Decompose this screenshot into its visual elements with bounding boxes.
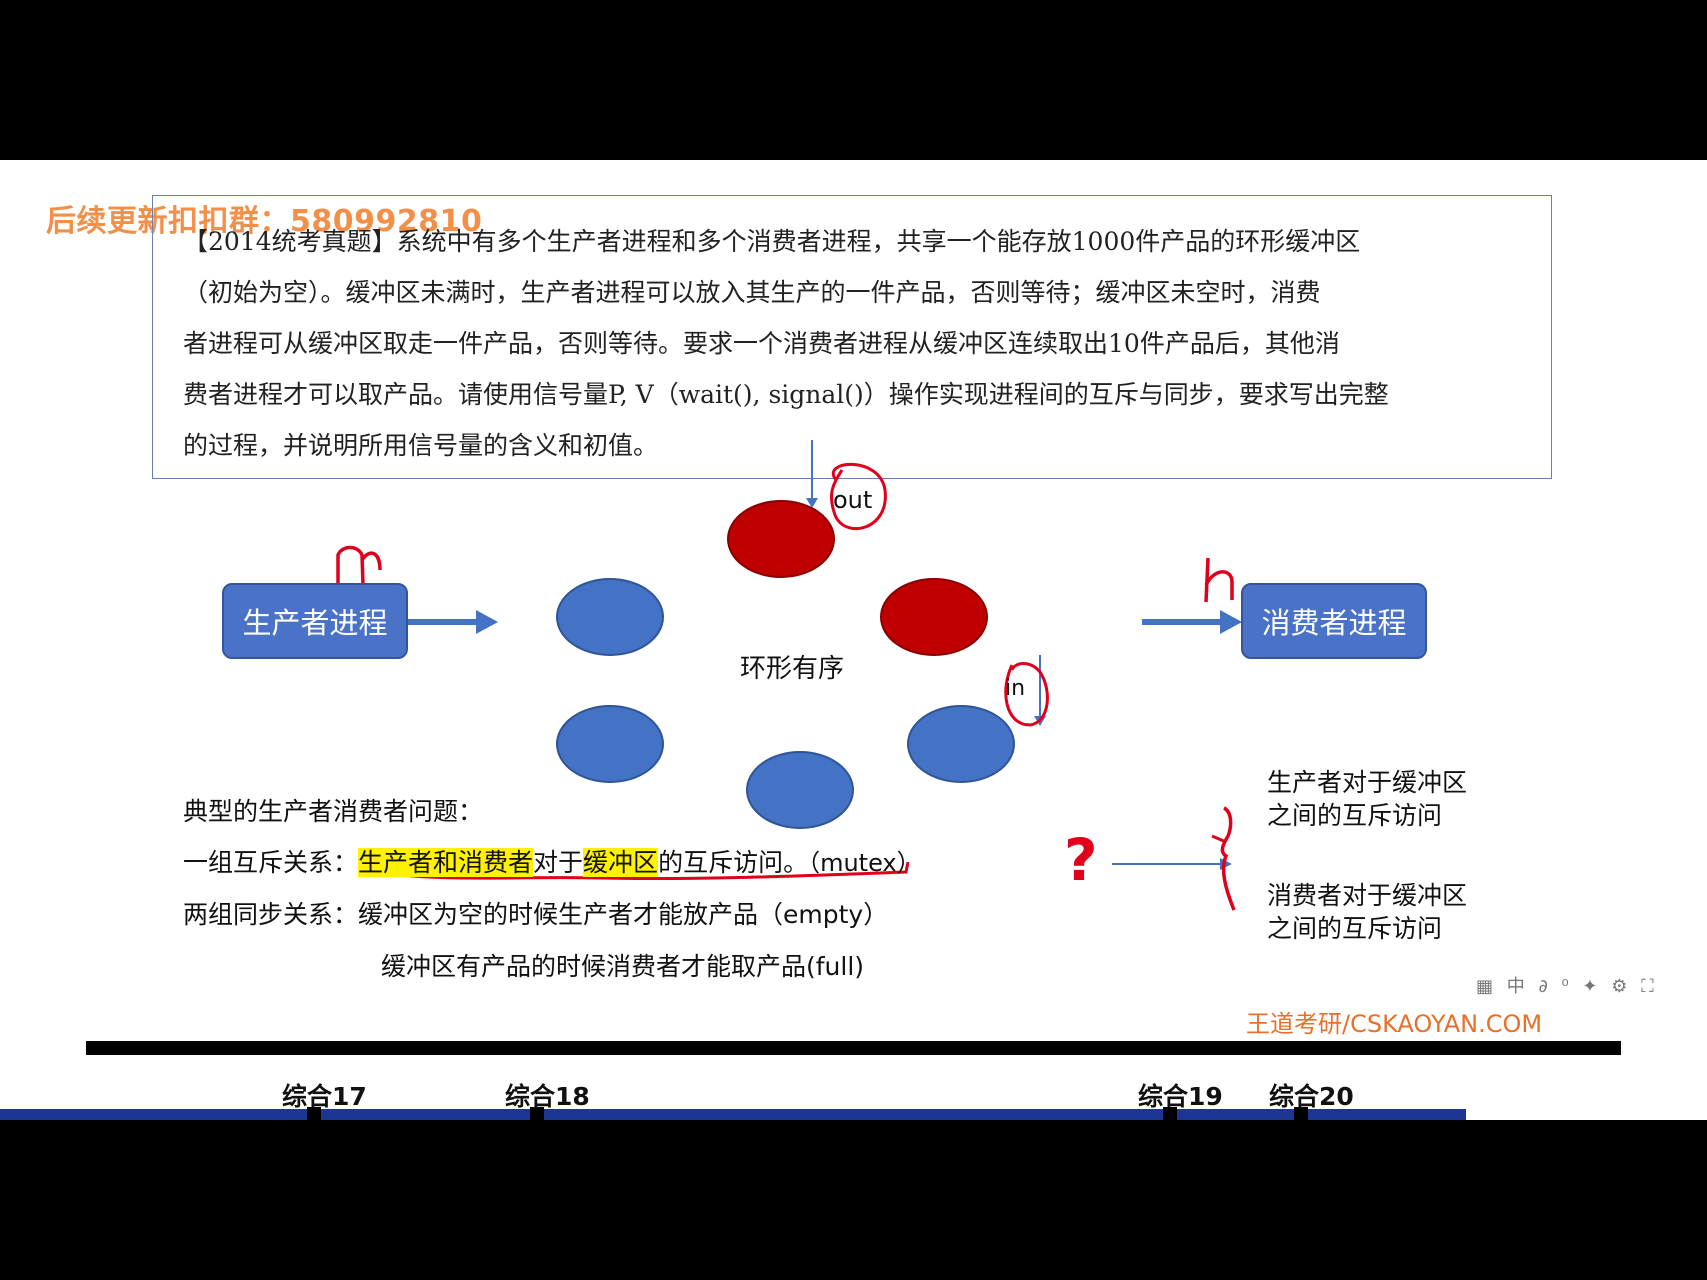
brand-text: 王道考研/CSKAOYAN.COM: [1246, 1010, 1543, 1038]
timeline-marker-label[interactable]: 综合20: [1269, 1082, 1354, 1111]
producer-process-box: 生产者进程: [222, 583, 408, 659]
buffer-slot-empty: [556, 578, 664, 656]
buffer-slot-empty: [556, 705, 664, 783]
buffer-slot-empty: [746, 751, 854, 829]
mutex-prefix: 一组互斥关系：: [183, 848, 359, 877]
timeline-marker-label[interactable]: 综合19: [1138, 1082, 1223, 1111]
mutex-highlight-buffer: 缓冲区: [583, 848, 659, 877]
question-line-2: （初始为空）。缓冲区未满时，生产者进程可以放入其生产的一件产品，否则等待；缓冲区…: [183, 278, 1321, 307]
timeline-marker-tick: [1294, 1107, 1308, 1123]
timeline-marker-tick: [530, 1107, 544, 1123]
consumer-process-box: 消费者进程: [1241, 583, 1427, 659]
consumer-n-annotation: [1204, 557, 1234, 603]
side-note-1-line-1: 生产者对于缓冲区: [1267, 768, 1468, 797]
in-pointer-label: in: [1005, 676, 1026, 701]
sync-line-1: 两组同步关系：缓冲区为空的时候生产者才能放产品（empty）: [183, 895, 888, 931]
consumer-arrowhead: [1220, 610, 1242, 634]
buffer-slot-empty: [907, 705, 1015, 783]
timeline-marker-tick: [307, 1107, 321, 1123]
timeline-marker-label[interactable]: 综合18: [505, 1082, 590, 1111]
slide-toolbar[interactable]: ▦ 中 ∂ ⁰ ✦ ⚙ ⛶: [1476, 976, 1658, 997]
mutex-mid: 对于: [533, 848, 584, 877]
mutex-variable: （mutex）: [808, 849, 921, 877]
question-line-1: 【2014统考真题】系统中有多个生产者进程和多个消费者进程，共享一个能存放100…: [183, 227, 1361, 256]
pointer-arrowhead-out: [806, 498, 818, 508]
slide-bottom-bar: [86, 1041, 1621, 1055]
consumer-label: 消费者进程: [1261, 606, 1407, 640]
brace-tick-annotation: [1211, 834, 1227, 844]
side-note-1-line-2: 之间的互斥访问: [1267, 801, 1443, 830]
timeline-marker-tick: [1163, 1107, 1177, 1123]
side-note-2-line-1: 消费者对于缓冲区: [1267, 881, 1468, 910]
analysis-title: 典型的生产者消费者问题：: [183, 797, 484, 826]
mutex-line: 一组互斥关系：生产者和消费者对于缓冲区的互斥访问。（mutex）: [183, 843, 921, 879]
question-line-5: 的过程，并说明所用信号量的含义和初值。: [183, 431, 659, 460]
in-circle-annotation: [1004, 662, 1049, 727]
out-pointer-label: out: [833, 486, 873, 514]
mutex-highlight-actors: 生产者和消费者: [358, 848, 534, 877]
video-progress-bar: [0, 1109, 1466, 1120]
producer-label: 生产者进程: [242, 606, 388, 640]
ring-label: 环形有序: [740, 654, 845, 684]
sync-prefix: 两组同步关系：: [183, 900, 359, 929]
producer-n-annotation: [336, 545, 382, 586]
out-circle-annotation: [830, 462, 887, 531]
timeline-marker-label[interactable]: 综合17: [282, 1082, 367, 1111]
mutex-underline-annotation: [383, 861, 910, 881]
buffer-slot-filled: [727, 500, 835, 578]
watermark-text: 后续更新扣扣群：580992810: [46, 204, 483, 239]
question-line-4: 费者进程才可以取产品。请使用信号量P, V（wait(), signal()）操…: [183, 380, 1389, 409]
sync-full-text: 缓冲区有产品的时候消费者才能取产品(full): [381, 952, 865, 981]
brace-annotation: [1220, 806, 1236, 911]
buffer-slot-filled: [880, 578, 988, 656]
question-mark-annotation: ?: [1064, 826, 1098, 894]
question-line-3: 者进程可从缓冲区取走一件产品，否则等待。要求一个消费者进程从缓冲区连续取出10件…: [183, 329, 1340, 358]
side-note-2-line-2: 之间的互斥访问: [1267, 914, 1443, 943]
question-box: [152, 195, 1552, 479]
sync-empty-text: 缓冲区为空的时候生产者才能放产品（empty）: [358, 900, 889, 929]
mutex-tail: 的互斥访问。: [658, 848, 809, 877]
producer-arrowhead: [476, 610, 498, 634]
